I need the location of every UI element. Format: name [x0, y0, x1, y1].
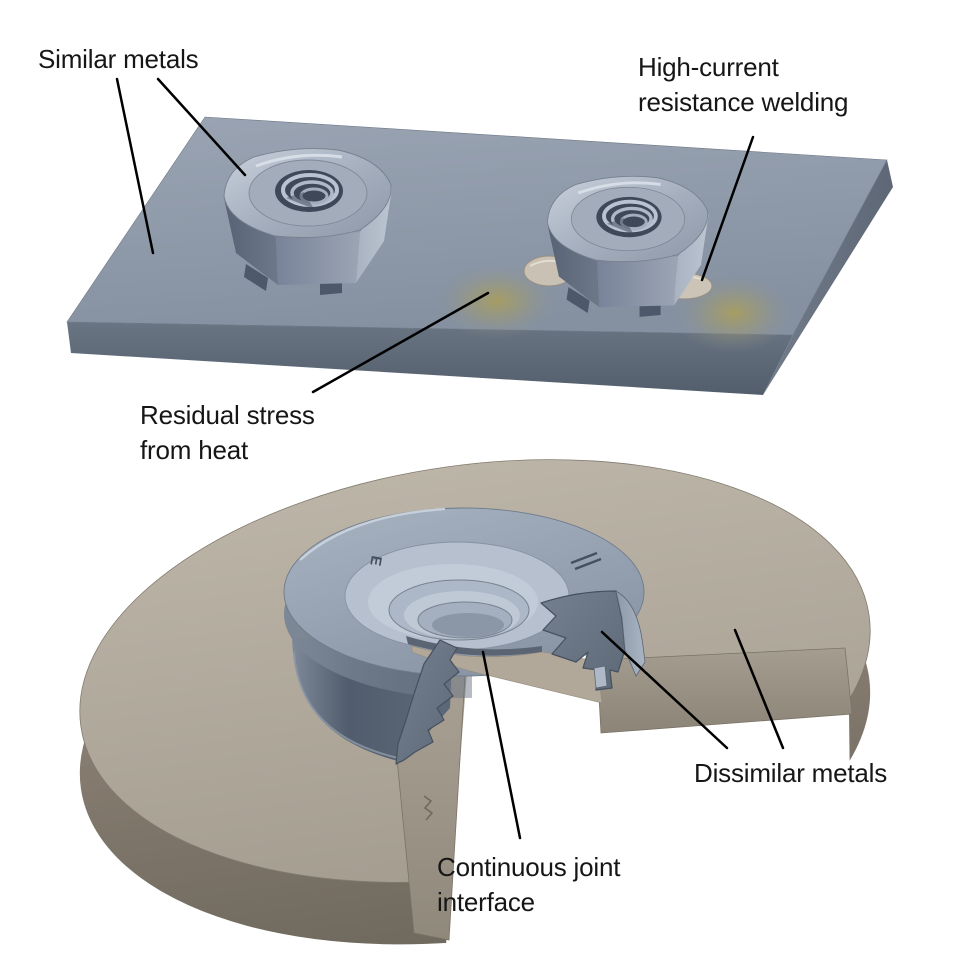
heat-spot-left	[435, 263, 559, 339]
nut-bottom-tab	[593, 665, 608, 689]
label-similar-metals: Similar metals	[38, 44, 199, 74]
leader-residual-stress	[311, 291, 490, 394]
top-illustration-weld-nuts	[66, 116, 893, 395]
label-continuous-joint: Continuous joint interface	[437, 852, 621, 917]
rivet-nut-lower-body-highlight	[293, 651, 399, 759]
leader-resistance-welding	[700, 135, 755, 282]
leader-similar-metals-nut	[156, 77, 247, 177]
leader-dissimilar-plate	[733, 628, 785, 750]
label-residual-stress: Residual stress from heat	[140, 400, 315, 465]
leader-continuous-joint	[481, 650, 522, 840]
thread-ring-4	[432, 613, 504, 637]
cutaway-void	[445, 632, 852, 958]
leader-dissimilar-section	[600, 630, 729, 750]
plate-front-face	[67, 322, 793, 395]
plate-right-face	[763, 160, 893, 395]
nut-outer-band-remnant	[615, 590, 646, 677]
rivet-nut-flange-rim-highlight	[299, 507, 446, 561]
label-dissimilar-metals: Dissimilar metals	[694, 758, 888, 788]
nut-cross-section-left	[395, 639, 460, 765]
leader-lines	[115, 77, 785, 840]
leader-similar-metals-plate	[115, 77, 155, 255]
nut-marking-strokes	[570, 551, 602, 571]
label-resistance-welding: High-current resistance welding	[638, 52, 849, 117]
knurl-imprint-mark	[423, 795, 434, 821]
cut-wall-right	[596, 647, 853, 734]
bottom-illustration-rivet-nut: E	[79, 459, 871, 958]
nut-marking-e: E	[366, 554, 384, 567]
